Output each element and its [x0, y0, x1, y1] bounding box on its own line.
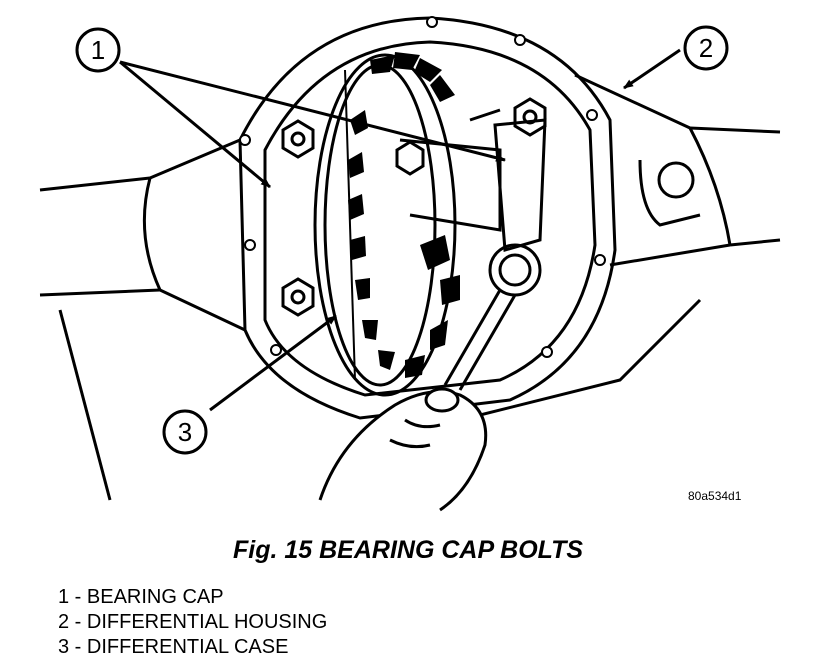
callout-1: 1 [75, 27, 121, 73]
figure-reference-code: 80a534d1 [688, 489, 742, 503]
hand [318, 387, 488, 512]
callout-3: 3 [162, 409, 208, 455]
legend-item: 2 - DIFFERENTIAL HOUSING [58, 611, 328, 633]
leader-arrows [119, 48, 681, 412]
left-axle-tube [39, 176, 162, 501]
svg-text:3: 3 [178, 417, 192, 447]
differential-housing [149, 16, 702, 422]
housing-bolt-holes [239, 16, 606, 358]
figure-caption: Fig. 15 BEARING CAP BOLTS [232, 536, 584, 564]
right-axle-tube [574, 73, 781, 267]
bearing-cap-bolts [281, 97, 547, 317]
differential-illustration: 1 2 3 [39, 16, 781, 512]
legend-item: 3 - DIFFERENTIAL CASE [58, 636, 289, 658]
ring-gear-teeth [348, 52, 460, 378]
callout-2: 2 [683, 25, 729, 71]
wrench [443, 243, 542, 391]
svg-text:2: 2 [699, 33, 713, 63]
svg-text:1: 1 [91, 35, 105, 65]
legend-list: 1 - BEARING CAP 2 - DIFFERENTIAL HOUSING… [58, 585, 327, 660]
legend-item: 1 - BEARING CAP [58, 586, 224, 608]
